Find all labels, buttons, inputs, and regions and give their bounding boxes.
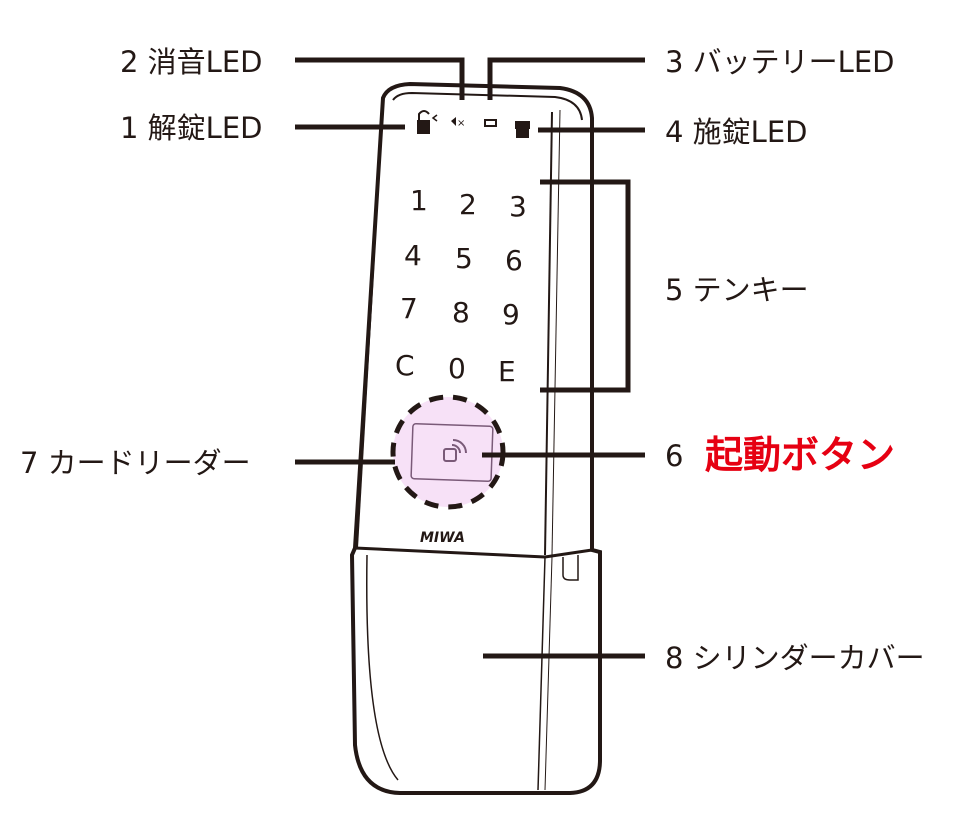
cylinder-cover-label: 8 シリンダーカバー xyxy=(665,641,925,675)
key-5[interactable]: 5 xyxy=(455,242,473,275)
keypad-label: 5 テンキー xyxy=(665,273,809,307)
lock-led-label: 4 施錠LED xyxy=(665,115,807,149)
lock-led-icon xyxy=(515,121,530,138)
battery-icon xyxy=(484,119,497,127)
brand-logo: MIWA xyxy=(420,530,465,546)
key-2[interactable]: 2 xyxy=(459,188,477,221)
keypad-bracket xyxy=(540,179,631,393)
unlock-led-label: 1 解錠LED xyxy=(120,111,262,145)
start-button-label: 起動ボタン xyxy=(705,433,895,477)
battery-led-label: 3 バッテリーLED xyxy=(665,45,894,79)
key-8[interactable]: 8 xyxy=(452,296,470,329)
key-7[interactable]: 7 xyxy=(400,292,418,325)
svg-text:×: × xyxy=(457,118,465,129)
key-0[interactable]: 0 xyxy=(448,352,466,385)
card-reader[interactable] xyxy=(390,394,506,510)
keypad: 1 2 3 4 5 6 7 8 9 C 0 E xyxy=(395,184,527,388)
key-e[interactable]: E xyxy=(498,355,516,388)
start-button-number: 6 xyxy=(665,439,683,473)
key-c[interactable]: C xyxy=(395,349,415,382)
battery-led-leader xyxy=(487,57,645,100)
key-3[interactable]: 3 xyxy=(509,190,527,223)
key-4[interactable]: 4 xyxy=(404,239,422,272)
mute-led-label: 2 消音LED xyxy=(120,45,262,79)
key-9[interactable]: 9 xyxy=(502,298,520,331)
nfc-icon xyxy=(443,439,467,462)
unlock-led-icon xyxy=(417,110,438,134)
mute-led-leader xyxy=(295,57,465,100)
key-1[interactable]: 1 xyxy=(410,184,428,217)
mute-icon: × xyxy=(451,117,465,129)
key-6[interactable]: 6 xyxy=(505,244,523,277)
card-reader-label: 7 カードリーダー xyxy=(20,446,251,480)
